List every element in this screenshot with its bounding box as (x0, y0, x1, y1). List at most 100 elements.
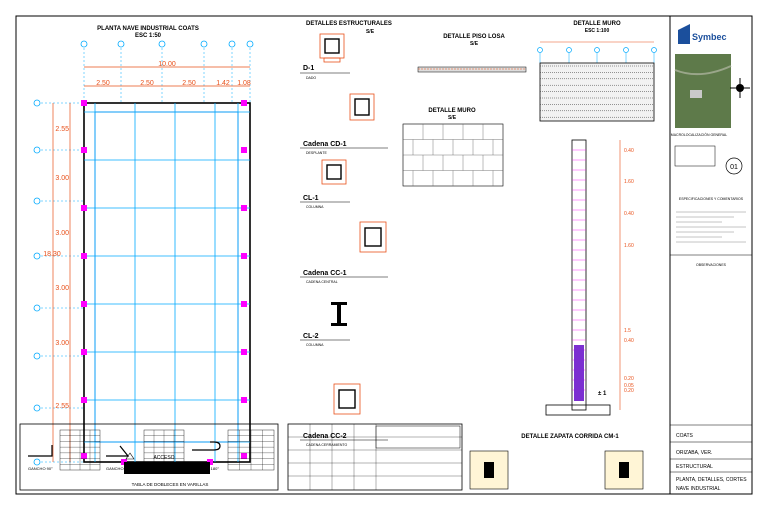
wall-dim-label: 0.05 (624, 383, 634, 389)
footing-right-core (619, 462, 629, 478)
axis-bubbles-top (80, 40, 254, 103)
cl1-section (321, 159, 347, 185)
hook-90-label: GANCHO 90° (28, 466, 53, 471)
column-marker (241, 147, 247, 153)
axis-bubble (651, 47, 657, 53)
wall-dim-label: 1.60 (624, 243, 634, 249)
wall-top-title: DETALLE MURO (573, 21, 621, 27)
wall-top-scale: ESC 1:100 (585, 28, 610, 34)
obs-label: OBSERVACIONES (696, 263, 727, 267)
cl2-web (337, 305, 341, 323)
axis-bubble (623, 47, 629, 53)
wall-dim-label: 0.20 (624, 388, 634, 394)
cc1-sub: CADENA CENTRAL (306, 280, 338, 284)
axis-bubble (228, 40, 236, 48)
top-dim-3: 2.50 (182, 80, 196, 87)
d1-rebar (324, 38, 340, 54)
wall-elevation-bubbles (537, 47, 657, 63)
detail-cl1: CL-1 COLUMNA (300, 159, 350, 209)
columns (81, 100, 247, 465)
north-badge (725, 157, 743, 175)
axis-bubbles-left (33, 99, 84, 466)
axis-bubble (33, 352, 41, 360)
cc1-section (359, 221, 387, 253)
aerial-road (674, 65, 732, 76)
wall-section-dims: 0.401.600.401.601.50.400.200.050.20 (624, 148, 634, 394)
structural-details: DETALLES ESTRUCTURALES S/E D-1 DADO Cade… (300, 21, 392, 447)
wall-block-title: DETALLE MURO (428, 108, 476, 114)
building-inner-outline (94, 111, 239, 443)
slab-scale: S/E (470, 41, 479, 47)
cl2-flange-bottom (331, 323, 347, 326)
axis-bubble (33, 404, 41, 412)
left-dim-1: 2.55 (55, 126, 69, 133)
axis-bubble (246, 40, 254, 48)
notes-label: ESPECIFICACIONES Y COMENTARIOS (679, 197, 744, 201)
top-dim-4: 1.42 (216, 80, 230, 87)
column-marker (81, 100, 87, 106)
column-marker (241, 100, 247, 106)
wall-dim-label: 1.5 (624, 328, 631, 334)
wall-block-scale: S/E (448, 115, 457, 121)
building-outline (83, 102, 251, 463)
hook-diagrams: GANCHO 90° GANCHO 135° GANCHO 180° (28, 441, 221, 471)
hook-180-icon (192, 441, 221, 451)
legend-table (674, 145, 716, 167)
wall-level-label: ± 1 (598, 391, 607, 397)
bend-table-frame (19, 423, 279, 491)
column-marker (241, 253, 247, 259)
top-dim-5: 1.08 (237, 80, 251, 87)
left-dim-2: 3.00 (55, 175, 69, 182)
column-marker (81, 397, 87, 403)
plan-title: PLANTA NAVE INDUSTRIAL COATS (97, 26, 199, 32)
left-total-dim: 18.30 (43, 251, 61, 258)
hook-90-icon (28, 445, 53, 457)
column-marker (81, 147, 87, 153)
cc1-name: Cadena CC-1 (303, 270, 347, 277)
wall-elevation-hatch (540, 65, 654, 118)
logo-mark-icon (678, 24, 690, 44)
axis-bubble (594, 47, 600, 53)
axis-bubble (33, 197, 41, 205)
d1-name: D-1 (303, 65, 314, 72)
left-dim-5: 3.00 (55, 340, 69, 347)
plan-scale: ESC 1:50 (135, 33, 162, 39)
bend-table-grid (59, 429, 275, 471)
slab-title: DETALLE PISO LOSA (443, 34, 505, 40)
detail-cd1: Cadena CD-1 DESPLANTE (300, 93, 388, 155)
cl1-sub: COLUMNA (306, 205, 324, 209)
column-marker (241, 453, 247, 459)
wall-section-fill (574, 345, 584, 401)
column-marker (241, 349, 247, 355)
footing-left (469, 450, 509, 490)
axis-bubble (537, 47, 543, 53)
title-block: Symbec MACROLOCALIZACIÓN GENERAL 01 ESPE… (669, 16, 752, 494)
company-logo: Symbec (678, 24, 727, 44)
column-marker (81, 301, 87, 307)
cd1-name: Cadena CD-1 (303, 141, 347, 148)
column-marker (81, 253, 87, 259)
axis-bubble (33, 146, 41, 154)
schedule-table-frame (287, 423, 463, 491)
left-dim-6: 2.55 (55, 403, 69, 410)
hook-135-label: GANCHO 135° (106, 466, 133, 471)
column-marker (241, 301, 247, 307)
axis-bubble (33, 458, 41, 466)
hook-180-label: GANCHO 180° (192, 466, 219, 471)
grid-lines (84, 103, 250, 462)
footing-left-core (484, 462, 494, 478)
cc1-rebar (364, 227, 382, 247)
wall-elevation: DETALLE MURO ESC 1:100 (537, 21, 657, 122)
company-name: Symbec (692, 32, 727, 42)
wall-section: 0.401.600.401.601.50.400.200.050.20 ± 1 (545, 139, 634, 416)
column-marker (81, 453, 87, 459)
access-threshold (124, 462, 210, 474)
wall-dim-label: 0.40 (624, 211, 634, 217)
hook-135-icon (106, 445, 130, 457)
d1-base (323, 57, 341, 63)
axis-bubble (200, 40, 208, 48)
discipline-value: ESTRUCTURAL (676, 464, 713, 470)
detail-cc1: Cadena CC-1 CADENA CENTRAL (300, 221, 388, 284)
cl2-flange-top (331, 302, 347, 305)
axis-bubble (33, 304, 41, 312)
